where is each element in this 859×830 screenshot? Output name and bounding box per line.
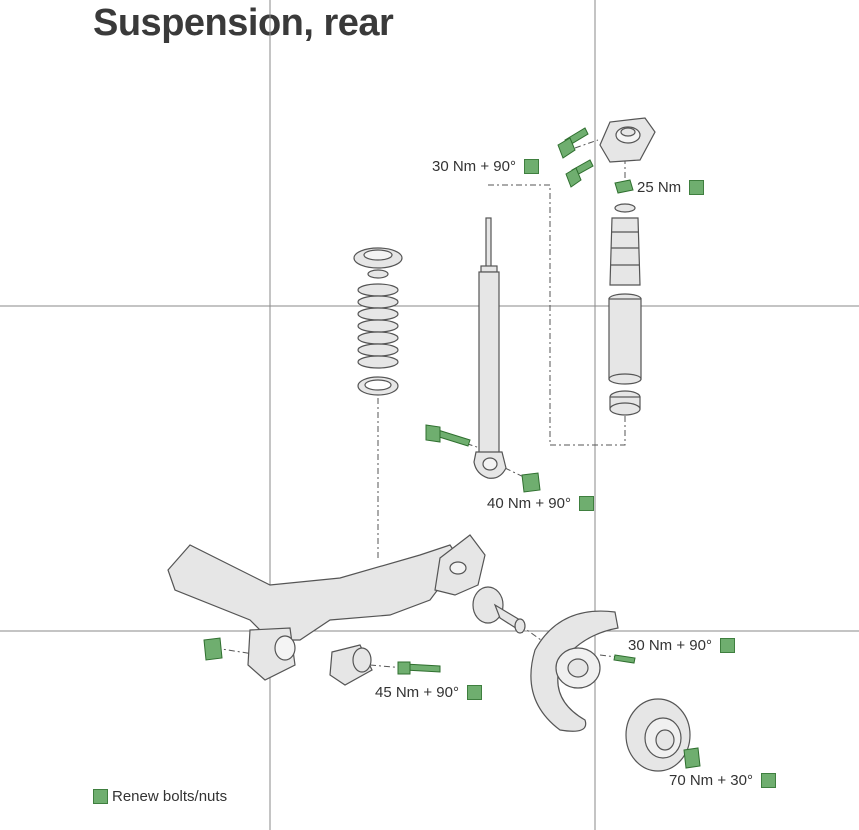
torque-text: 30 Nm + 90°	[432, 158, 516, 175]
green-square-icon	[760, 773, 776, 788]
torque-label-hub-bolt: 70 Nm + 30°	[669, 772, 776, 789]
torque-text: 25 Nm	[637, 179, 682, 196]
torque-label-shock-lower: 40 Nm + 90°	[487, 495, 594, 512]
lower-cap	[609, 390, 641, 416]
brake-backplate	[530, 610, 619, 732]
torque-label-pivot-bolt: 45 Nm + 90°	[375, 684, 482, 701]
torque-label-top-mount-nut: 25 Nm	[637, 179, 705, 196]
torque-text: 40 Nm + 90°	[487, 495, 571, 512]
green-square-icon	[719, 638, 735, 653]
green-square-icon	[466, 685, 482, 700]
top-mount	[599, 117, 656, 163]
legend-text: Renew bolts/nuts	[112, 788, 228, 805]
green-square-icon	[689, 180, 705, 195]
green-square-icon	[523, 159, 539, 174]
torque-label-backplate: 30 Nm + 90°	[628, 637, 735, 654]
torque-text: 70 Nm + 30°	[669, 772, 753, 789]
coil-spring	[357, 283, 399, 369]
torque-text: 45 Nm + 90°	[375, 684, 459, 701]
bump-stop	[609, 203, 641, 286]
stub-axle	[472, 586, 526, 634]
green-square-icon	[578, 496, 594, 511]
spring-seat-lower	[357, 376, 399, 396]
shock-absorber	[473, 217, 507, 479]
pivot-bush	[329, 644, 373, 686]
spring-seat-upper	[353, 247, 403, 279]
axle-beam	[167, 534, 486, 681]
wheel-hub	[625, 698, 691, 772]
dust-boot	[608, 293, 642, 385]
renew-bolts	[203, 127, 701, 769]
green-square-icon	[93, 789, 108, 804]
torque-text: 30 Nm + 90°	[628, 637, 712, 654]
legend: Renew bolts/nuts	[93, 788, 227, 805]
page-title: Suspension, rear	[93, 2, 394, 44]
torque-label-top-mount-bolt: 30 Nm + 90°	[432, 158, 539, 175]
